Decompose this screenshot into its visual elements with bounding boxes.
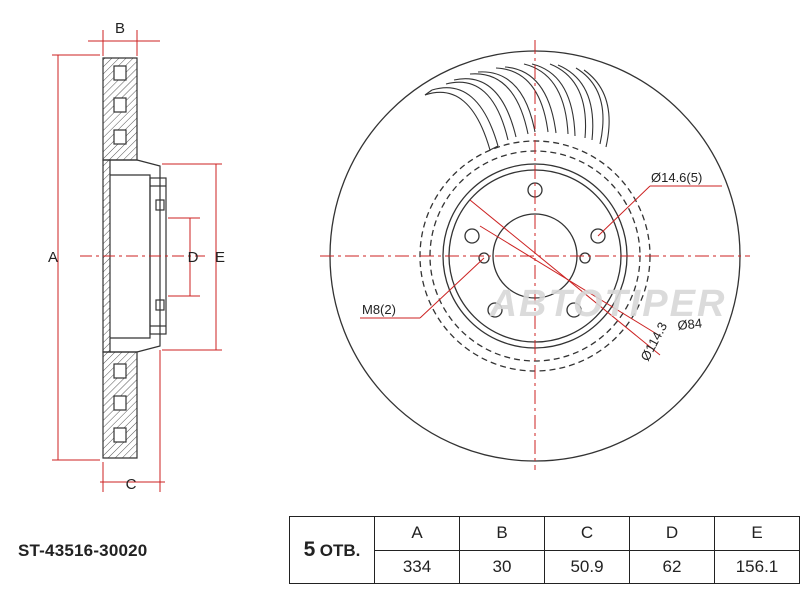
value-b: 30 (459, 549, 545, 584)
thread-hole (478, 252, 490, 264)
label-e: E (215, 249, 225, 266)
bolt-hole (464, 228, 480, 244)
label-a: A (48, 249, 58, 266)
value-a: 334 (374, 549, 460, 584)
bolt-hole (566, 302, 582, 318)
front-centerlines (320, 40, 750, 470)
side-view (80, 57, 205, 459)
holes-word: ОТВ. (319, 541, 361, 560)
bolt-hole (487, 302, 503, 318)
hole-diameter-label: Ø14.6(5) (651, 170, 702, 185)
holes-count: 5 ОТВ. (289, 516, 375, 584)
header-c: C (544, 516, 630, 551)
label-b: B (115, 20, 125, 37)
value-c: 50.9 (544, 549, 630, 584)
thread-hole (579, 252, 591, 264)
value-e: 156.1 (714, 549, 800, 584)
value-d: 62 (629, 549, 715, 584)
cooling-vanes (424, 63, 610, 151)
watermark: ABTOTIPER (489, 283, 727, 325)
part-number: ST-43516-30020 (18, 541, 148, 560)
label-c: C (126, 476, 137, 493)
side-dimensions (52, 30, 222, 492)
disc-section (102, 57, 167, 459)
leader-lines (360, 185, 722, 356)
bolt-hole (590, 228, 606, 244)
brake-disc-drawing: A B C D E (48, 20, 750, 493)
header-a: A (374, 516, 460, 551)
header-b: B (459, 516, 545, 551)
label-d: D (188, 249, 199, 266)
thread-label: M8(2) (362, 302, 396, 317)
holes-number: 5 (303, 538, 316, 561)
center-bore-label: Ø84 (677, 315, 703, 332)
header-e: E (714, 516, 800, 551)
spec-table: 5 ОТВ. A B C D E 334 30 50.9 62 156.1 (289, 516, 800, 584)
pcd-label: Ø114.3 (637, 320, 670, 364)
header-d: D (629, 516, 715, 551)
